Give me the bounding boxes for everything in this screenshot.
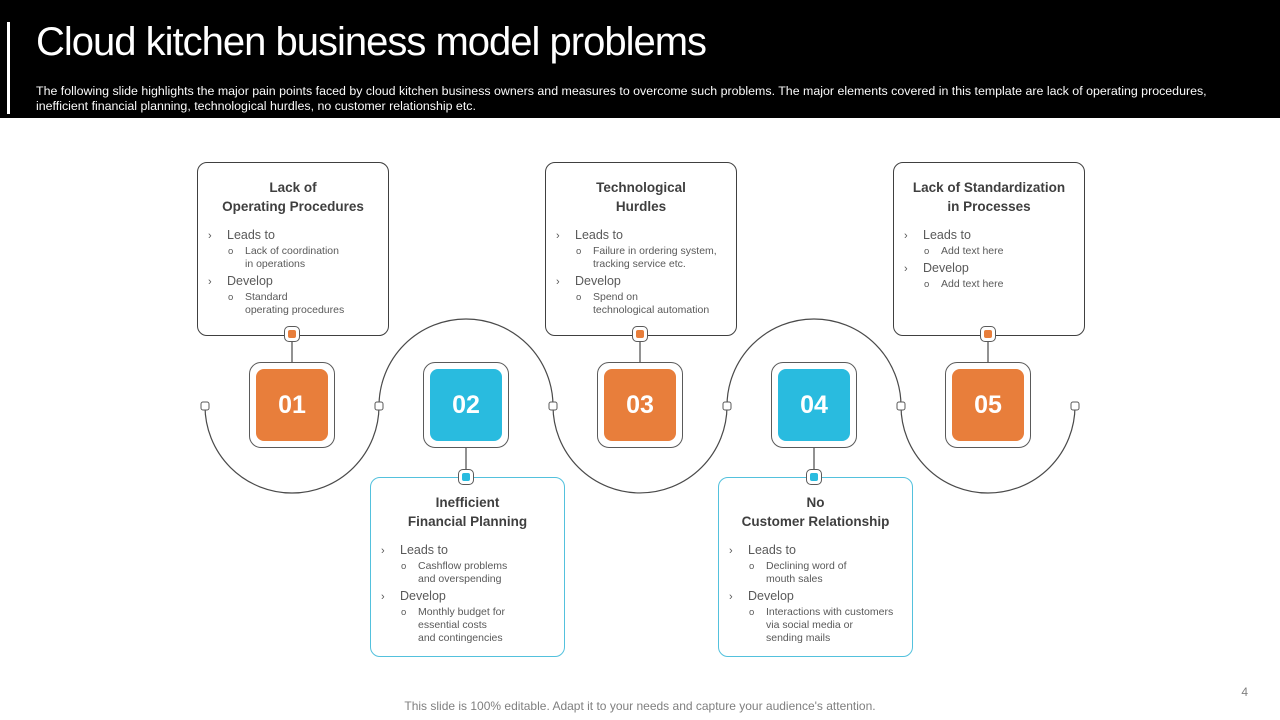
chevron-bullet-icon: › — [381, 545, 385, 557]
node-handle — [722, 401, 732, 411]
card-bullets: › Leads to o Failure in ordering system, t… — [546, 227, 736, 317]
chip-fill — [462, 473, 470, 481]
develop-detail: Spend on technological automation — [593, 291, 710, 316]
chevron-bullet-icon: › — [208, 230, 212, 242]
circle-bullet-icon: o — [924, 246, 930, 257]
circle-bullet-icon: o — [749, 561, 755, 572]
number-label: 05 — [952, 369, 1024, 441]
chip-fill — [810, 473, 818, 481]
number-label: 04 — [778, 369, 850, 441]
chevron-bullet-icon: › — [729, 545, 733, 557]
chevron-bullet-icon: › — [208, 276, 212, 288]
connector-chip-orange — [632, 326, 648, 342]
chevron-bullet-icon: › — [729, 591, 733, 603]
number-tile-03: 03 — [597, 362, 683, 448]
circle-bullet-icon: o — [401, 561, 407, 572]
chevron-bullet-icon: › — [904, 263, 908, 275]
header-accent-bar — [7, 22, 10, 114]
chevron-bullet-icon: › — [556, 276, 560, 288]
footer-note: This slide is 100% editable. Adapt it to… — [404, 699, 876, 713]
card-title: Lack of Standardization in Processes — [912, 180, 1066, 214]
circle-bullet-icon: o — [924, 279, 930, 290]
slide-subtitle: The following slide highlights the major… — [36, 84, 1207, 113]
card-technological-hurdles: Technological Hurdles › Leads to o Failure… — [545, 162, 737, 336]
card-lack-of-standardization: Lack of Standardization in Processes › Le… — [893, 162, 1085, 336]
number-label: 03 — [604, 369, 676, 441]
circle-bullet-icon: o — [576, 246, 582, 257]
leads-to-detail: Add text here — [941, 245, 1004, 257]
leads-to-label: Leads to — [748, 543, 796, 557]
slide-title: Cloud kitchen business model problems — [36, 20, 707, 64]
connector-chip-orange — [980, 326, 996, 342]
develop-detail: Add text here — [941, 278, 1004, 290]
leads-to-label: Leads to — [227, 228, 275, 242]
card-inefficient-financial-planning: Inefficient Financial Planning › Leads to… — [370, 477, 565, 657]
leads-to-detail: Failure in ordering system, tracking ser… — [593, 245, 717, 270]
circle-bullet-icon: o — [228, 292, 234, 303]
card-title: No Customer Relationship — [741, 495, 890, 529]
card-title: Technological Hurdles — [596, 180, 686, 214]
circle-bullet-icon: o — [401, 607, 407, 618]
leads-to-detail: Declining word of mouth sales — [766, 560, 847, 585]
leads-to-label: Leads to — [575, 228, 623, 242]
number-tile-01: 01 — [249, 362, 335, 448]
card-bullets: › Leads to o Cashflow problems and overspe… — [371, 542, 564, 645]
chip-fill — [288, 330, 296, 338]
develop-label: Develop — [748, 589, 794, 603]
leads-to-detail: Lack of coordination in operations — [245, 245, 339, 270]
develop-label: Develop — [575, 274, 621, 288]
circle-bullet-icon: o — [576, 292, 582, 303]
card-bullets: › Leads to o Lack of coordination in opera… — [198, 227, 388, 317]
leads-to-detail: Cashflow problems and overspending — [418, 560, 508, 585]
chevron-bullet-icon: › — [904, 230, 908, 242]
develop-label: Develop — [400, 589, 446, 603]
card-lack-of-operating-procedures: Lack of Operating Procedures › Leads to o… — [197, 162, 389, 336]
chevron-bullet-icon: › — [381, 591, 385, 603]
connector-chip-cyan — [458, 469, 474, 485]
number-tile-02: 02 — [423, 362, 509, 448]
node-handle — [896, 401, 906, 411]
node-handle — [548, 401, 558, 411]
leads-to-label: Leads to — [400, 543, 448, 557]
node-handle — [200, 401, 210, 411]
card-title: Lack of Operating Procedures — [222, 180, 364, 214]
number-tile-05: 05 — [945, 362, 1031, 448]
node-handle — [1070, 401, 1080, 411]
develop-detail: Interactions with customers via social m… — [766, 606, 894, 644]
connector-chip-orange — [284, 326, 300, 342]
circle-bullet-icon: o — [228, 246, 234, 257]
card-title: Inefficient Financial Planning — [407, 495, 528, 529]
chevron-bullet-icon: › — [556, 230, 560, 242]
page-number: 4 — [1241, 685, 1248, 699]
number-label: 02 — [430, 369, 502, 441]
develop-detail: Monthly budget for essential costs and c… — [418, 606, 505, 644]
node-handle — [374, 401, 384, 411]
leads-to-label: Leads to — [923, 228, 971, 242]
chip-fill — [636, 330, 644, 338]
card-bullets: › Leads to o Declining word of mouth sales… — [719, 542, 912, 645]
develop-detail: Standard operating procedures — [245, 291, 345, 316]
develop-label: Develop — [227, 274, 273, 288]
chip-fill — [984, 330, 992, 338]
number-tile-04: 04 — [771, 362, 857, 448]
card-no-customer-relationship: No Customer Relationship › Leads to o Decl… — [718, 477, 913, 657]
connector-chip-cyan — [806, 469, 822, 485]
develop-label: Develop — [923, 261, 969, 275]
slide-header: Cloud kitchen business model problems Th… — [0, 0, 1280, 118]
number-label: 01 — [256, 369, 328, 441]
circle-bullet-icon: o — [749, 607, 755, 618]
